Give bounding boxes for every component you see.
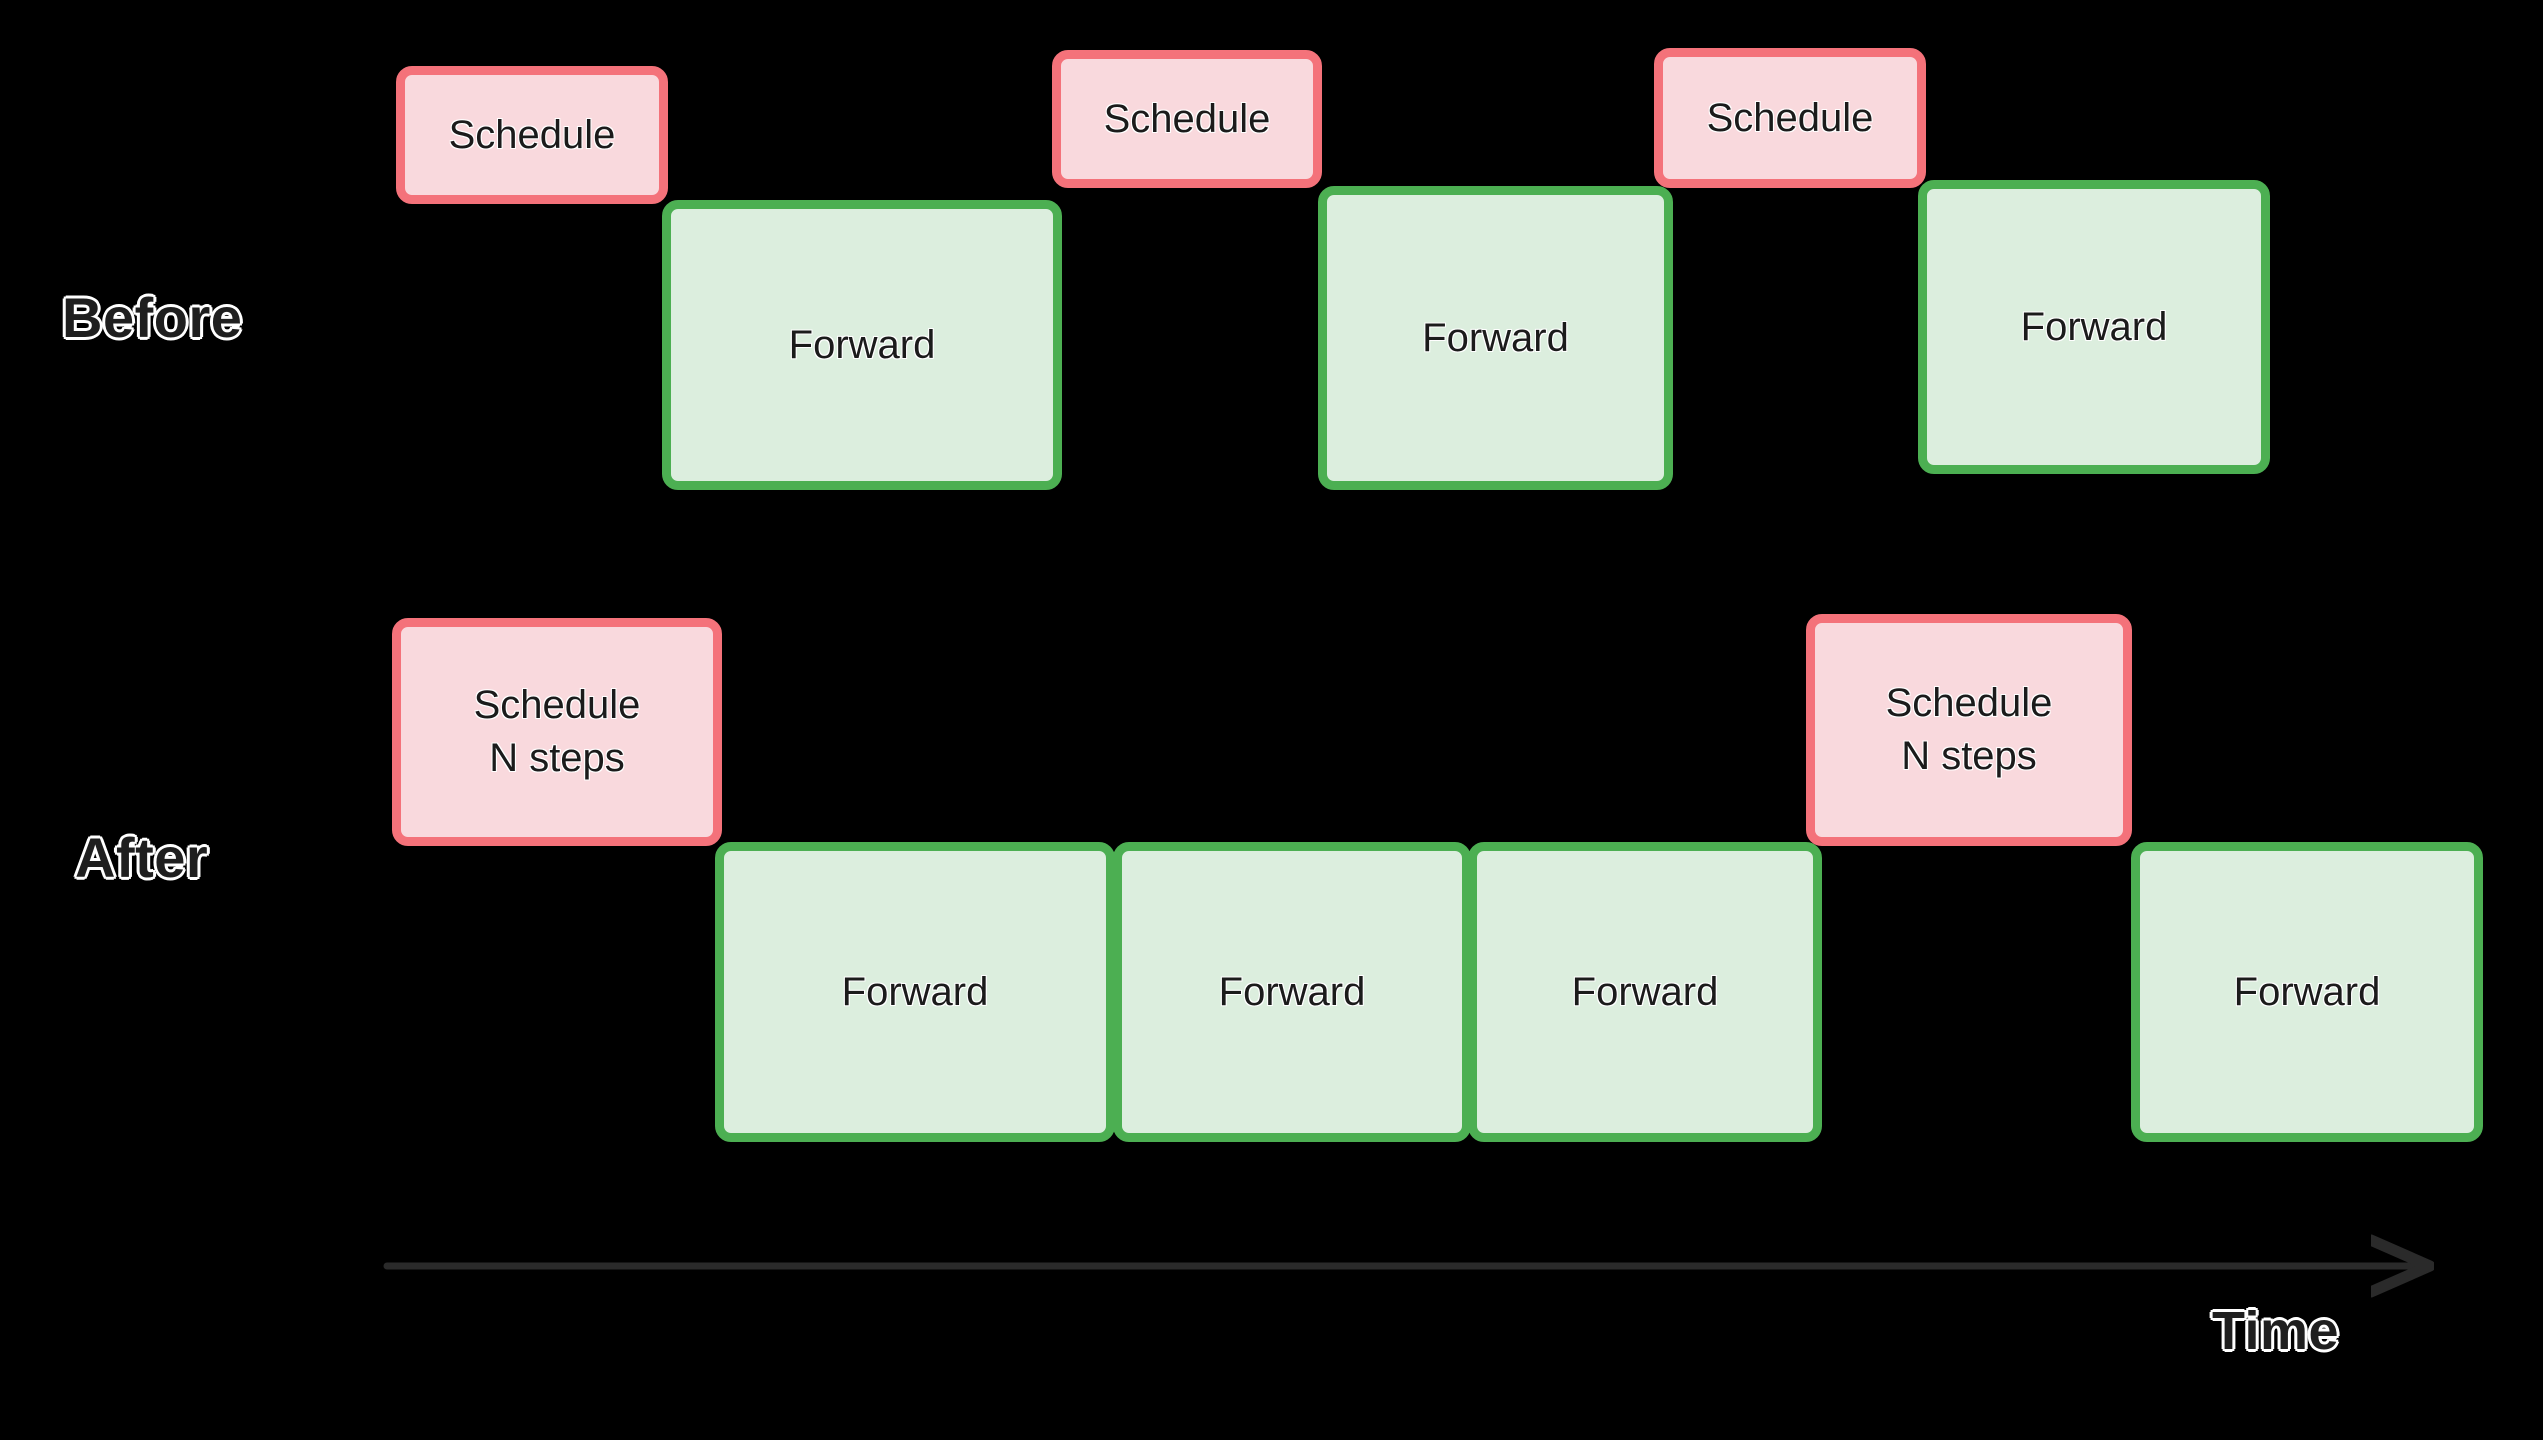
row-label-after: After — [73, 825, 209, 891]
schedule-box-label: Schedule N steps — [1885, 681, 2053, 778]
after-forward-box: Forward — [715, 842, 1115, 1142]
schedule-box-label: Schedule N steps — [473, 683, 641, 780]
time-axis-label: Time — [2210, 1300, 2340, 1363]
before-schedule-box: Schedule — [396, 66, 668, 204]
forward-box-label: Forward — [1422, 315, 1569, 360]
after-schedule-box: Schedule N steps — [392, 618, 722, 846]
before-forward-box: Forward — [1918, 180, 2270, 474]
forward-box-label: Forward — [2233, 969, 2381, 1014]
before-forward-box: Forward — [1318, 186, 1673, 490]
after-forward-box: Forward — [1468, 842, 1822, 1142]
schedule-box-label: Schedule — [448, 112, 616, 157]
time-axis-arrow — [383, 1248, 2445, 1284]
forward-box-label: Forward — [1218, 969, 1366, 1014]
forward-box-label: Forward — [788, 322, 936, 367]
after-forward-box: Forward — [1113, 842, 1471, 1142]
schedule-box-label: Schedule — [1103, 96, 1271, 141]
before-schedule-box: Schedule — [1654, 48, 1926, 188]
before-schedule-box: Schedule — [1052, 50, 1322, 188]
forward-box-label: Forward — [2020, 304, 2168, 349]
forward-box-label: Forward — [1571, 969, 1719, 1014]
after-forward-box: Forward — [2131, 842, 2483, 1142]
schedule-box-label: Schedule — [1706, 95, 1874, 140]
before-forward-box: Forward — [662, 200, 1062, 490]
forward-box-label: Forward — [841, 969, 989, 1014]
after-schedule-box: Schedule N steps — [1806, 614, 2132, 846]
row-label-before: Before — [60, 285, 243, 351]
